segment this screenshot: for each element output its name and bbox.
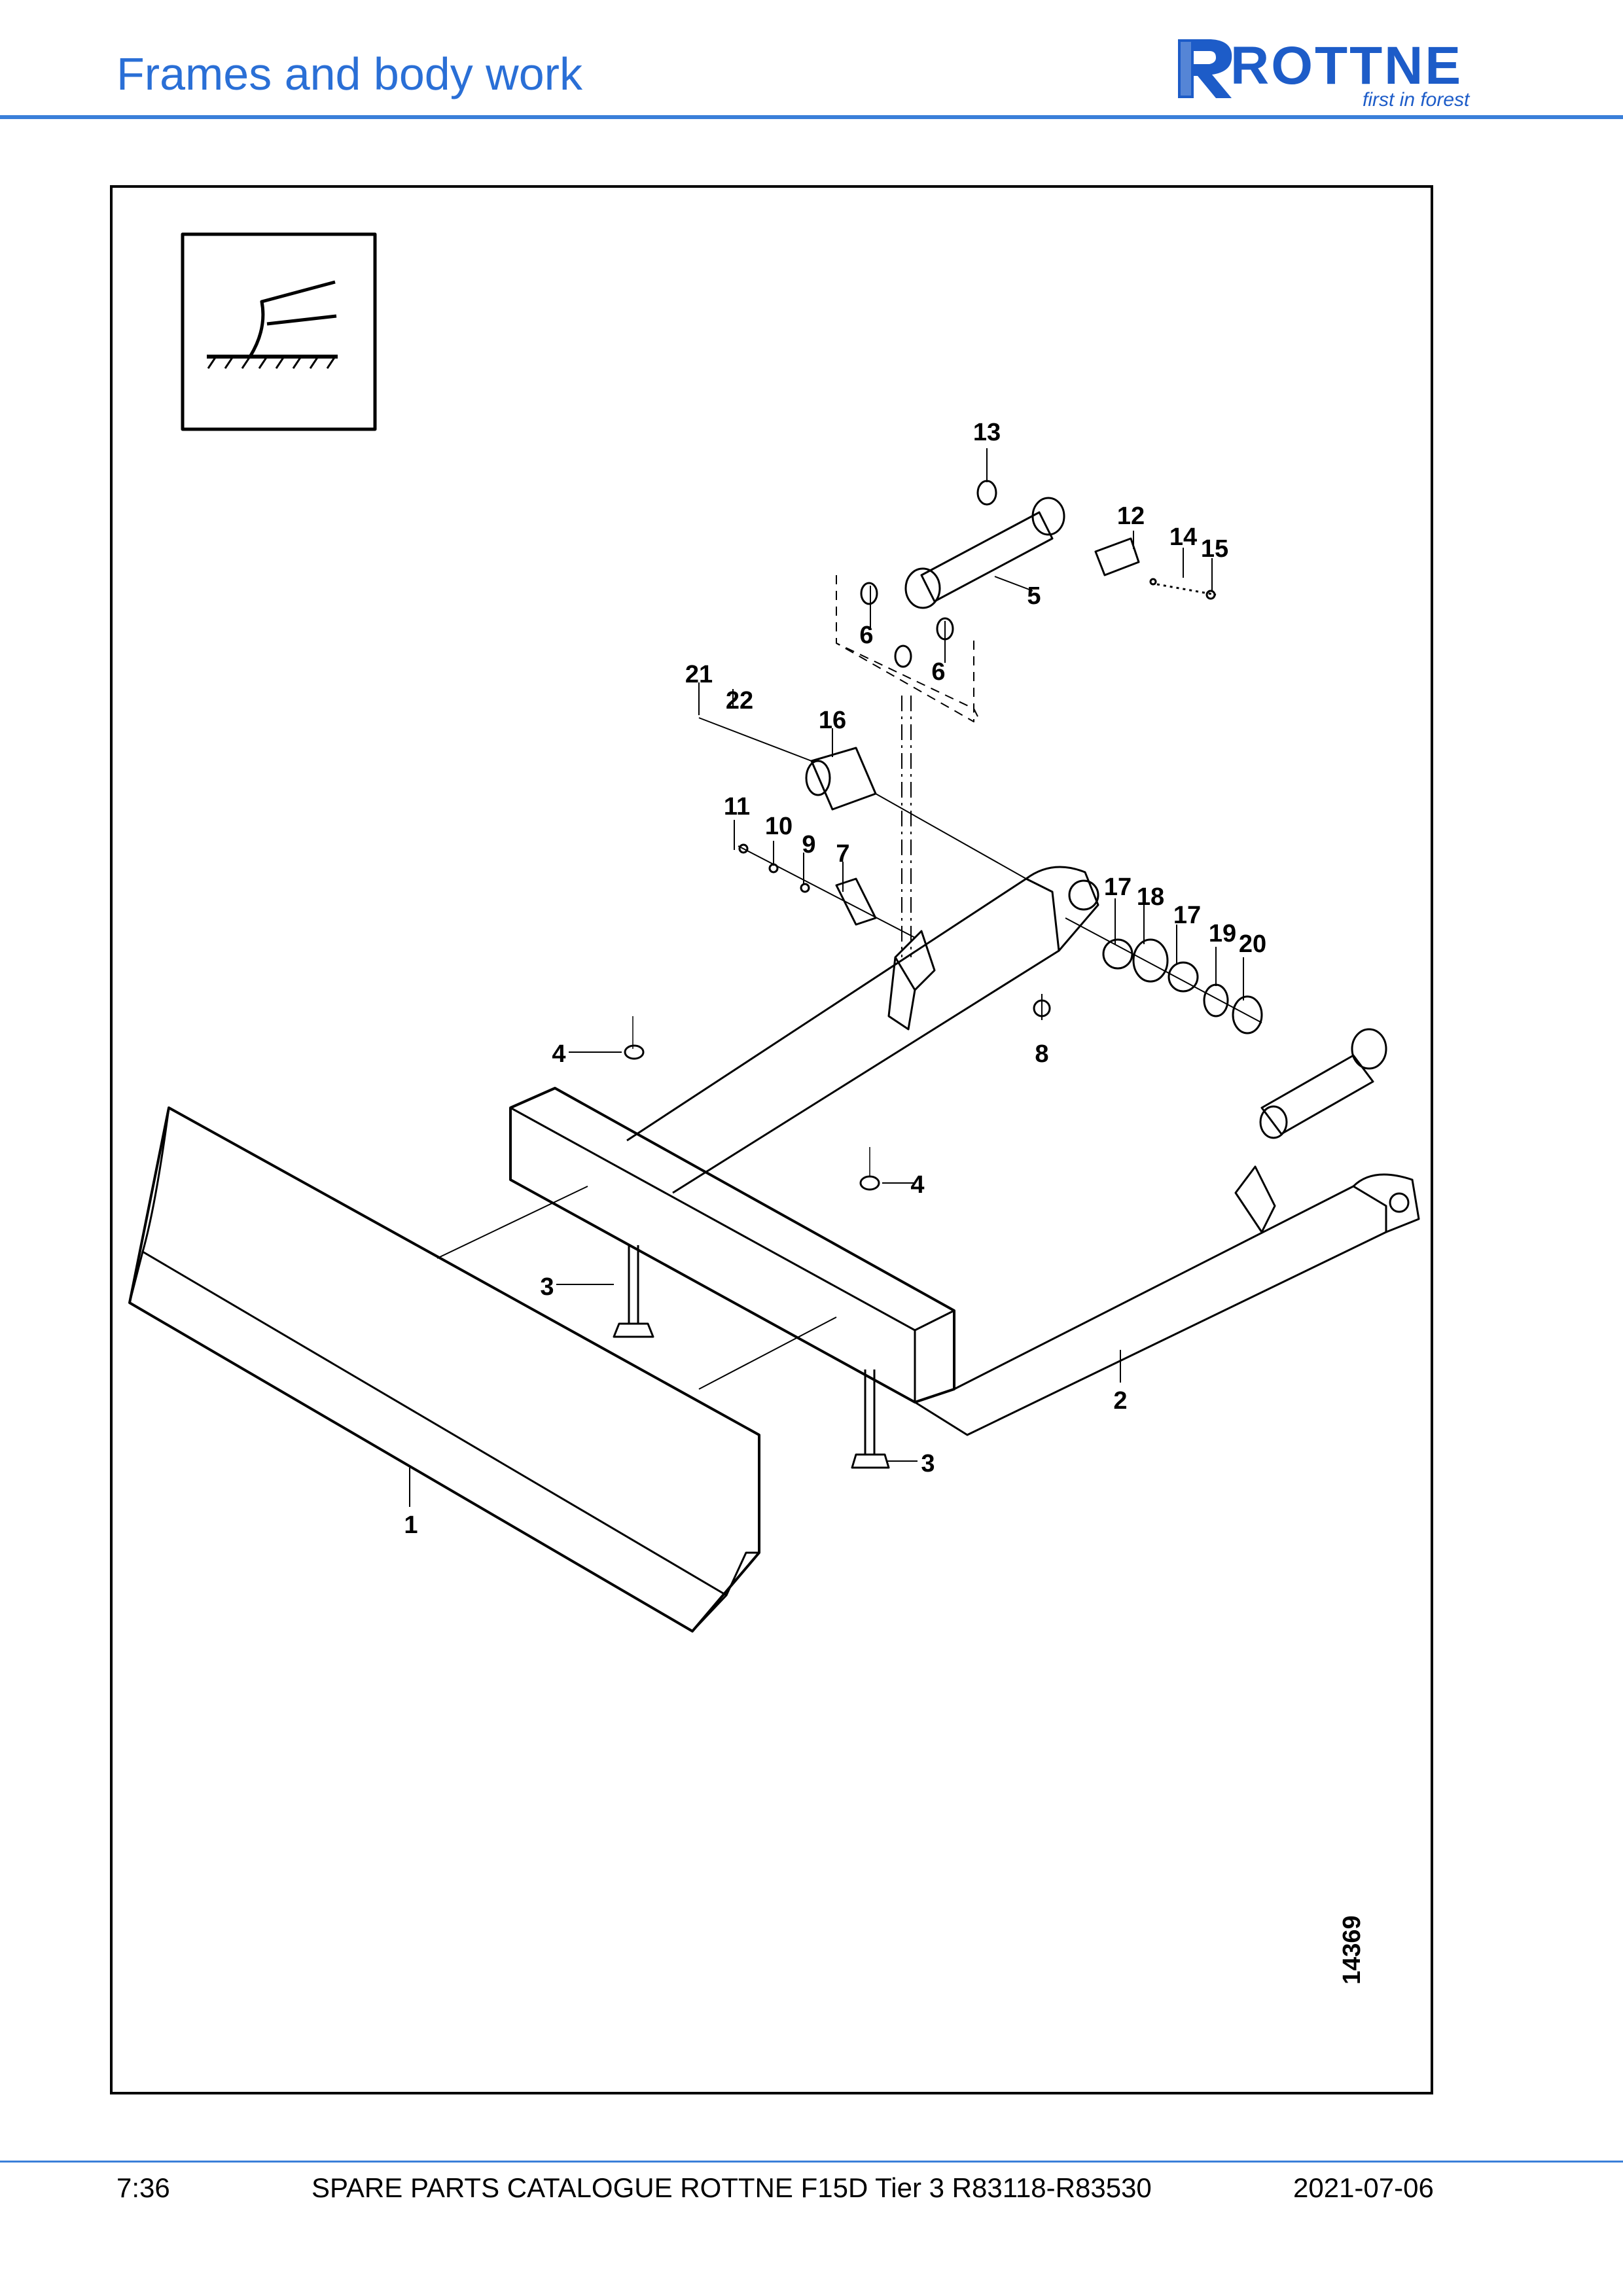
bolt-3-right [851, 1369, 890, 1469]
bolt-3-left [613, 1245, 654, 1338]
callout-labels: 13 12 14 15 5 6 6 21 22 16 11 10 9 7 8 1… [404, 419, 1266, 1539]
callout: 15 [1201, 535, 1228, 563]
callout: 11 [724, 793, 750, 821]
tilt-cylinder [860, 480, 1217, 668]
cross-beam [509, 1087, 955, 1404]
callout: 17 [1104, 874, 1132, 901]
callout: 10 [765, 813, 793, 840]
drawing-frame [110, 185, 1433, 2094]
callout: 3 [921, 1450, 935, 1477]
callout: 1 [404, 1511, 418, 1539]
exploded-parts-diagram: 13 12 14 15 5 6 6 21 22 16 11 10 9 7 8 1… [128, 232, 1420, 1985]
callout: 16 [819, 707, 846, 734]
logo-tagline: first in forest [1363, 89, 1470, 111]
callout: 18 [1137, 883, 1164, 911]
callout: 13 [973, 419, 1001, 446]
callout: 5 [1027, 582, 1041, 610]
catalogue-title: SPARE PARTS CATALOGUE ROTTNE F15D Tier 3… [312, 2172, 1152, 2203]
callout: 12 [1117, 503, 1145, 530]
callout: 14 [1169, 523, 1197, 551]
callout: 19 [1209, 920, 1236, 947]
callout: 6 [859, 622, 873, 649]
callout: 3 [540, 1273, 554, 1301]
callout: 4 [552, 1040, 565, 1068]
right-cylinder [1259, 1028, 1387, 1139]
page-number: 7:36 [116, 2172, 170, 2203]
left-arm [626, 866, 1099, 1194]
dozer-blade-icon [181, 232, 377, 431]
callout: 17 [1173, 902, 1201, 929]
pivot-pin [698, 717, 1027, 879]
callout: 21 [685, 661, 713, 688]
logo-wordmark: ROTTNE [1230, 36, 1463, 96]
rottne-r-icon [1178, 39, 1232, 98]
figure-number: 14369 [1338, 1915, 1366, 1985]
nut-4-right [859, 1175, 880, 1191]
callout: 6 [931, 658, 945, 686]
rottne-logo: ROTTNE first in forest [1171, 33, 1512, 111]
right-arm [914, 1165, 1420, 1436]
pivot-bushing-stack [1065, 917, 1263, 1034]
leader-lines [409, 448, 1244, 1507]
pin-7-stack [738, 843, 1051, 1017]
callout: 8 [1035, 1040, 1048, 1068]
callout: 2 [1113, 1387, 1127, 1415]
header-rule [0, 115, 1623, 119]
footer-rule [0, 2161, 1623, 2163]
callout: 9 [802, 831, 815, 858]
callout: 22 [726, 687, 753, 715]
dozer-blade [128, 1106, 760, 1633]
page-title: Frames and body work [116, 48, 582, 99]
nut-4-left [624, 1044, 645, 1060]
cylinder-end-12 [1094, 537, 1140, 576]
callout: 4 [910, 1171, 924, 1199]
callout: 20 [1239, 930, 1266, 958]
callout: 7 [836, 840, 849, 868]
catalogue-date: 2021-07-06 [1293, 2172, 1434, 2203]
